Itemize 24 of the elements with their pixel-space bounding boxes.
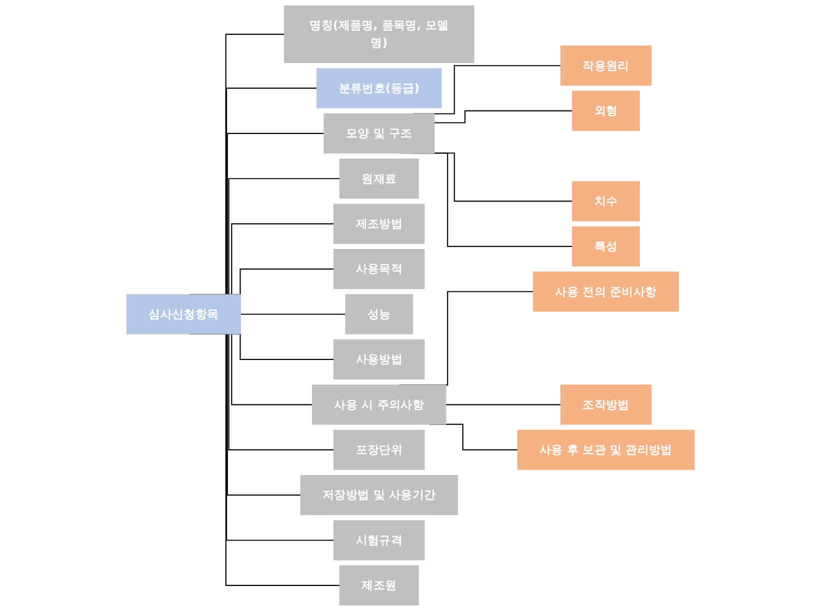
connector <box>446 404 562 406</box>
node-box: 작용원리 <box>560 46 652 86</box>
node-box: 원재료 <box>340 158 420 199</box>
node-box: 분류번호(등급) <box>316 68 442 108</box>
node-box: 포장단위 <box>334 430 426 470</box>
node-box: 저장방법 및 사용기간 <box>300 475 458 516</box>
node-box: 사용 시 주의사항 <box>312 384 447 425</box>
node-box: 사용방법 <box>334 339 426 380</box>
node-box: 시험규격 <box>334 520 426 560</box>
connector <box>434 110 573 124</box>
node-box: 사용 전의 준비사항 <box>533 272 680 312</box>
node-box: 사용목적 <box>334 248 426 290</box>
node-box: 성능 <box>346 294 414 334</box>
node-box: 제조원 <box>340 565 420 606</box>
node-box: 조작방법 <box>560 384 652 425</box>
node-box: 외형 <box>572 90 640 131</box>
node-box: 심사신청항목 <box>126 294 242 334</box>
node-box: 사용 후 보관 및 관리방법 <box>518 430 696 470</box>
connector <box>241 314 346 315</box>
node-box: 명칭(제품명, 품목명, 모델명) <box>284 5 475 64</box>
node-box: 모양 및 구조 <box>324 113 435 154</box>
node-box: 특성 <box>572 226 640 266</box>
node-box: 제조방법 <box>334 204 426 244</box>
node-box: 치수 <box>572 181 640 222</box>
